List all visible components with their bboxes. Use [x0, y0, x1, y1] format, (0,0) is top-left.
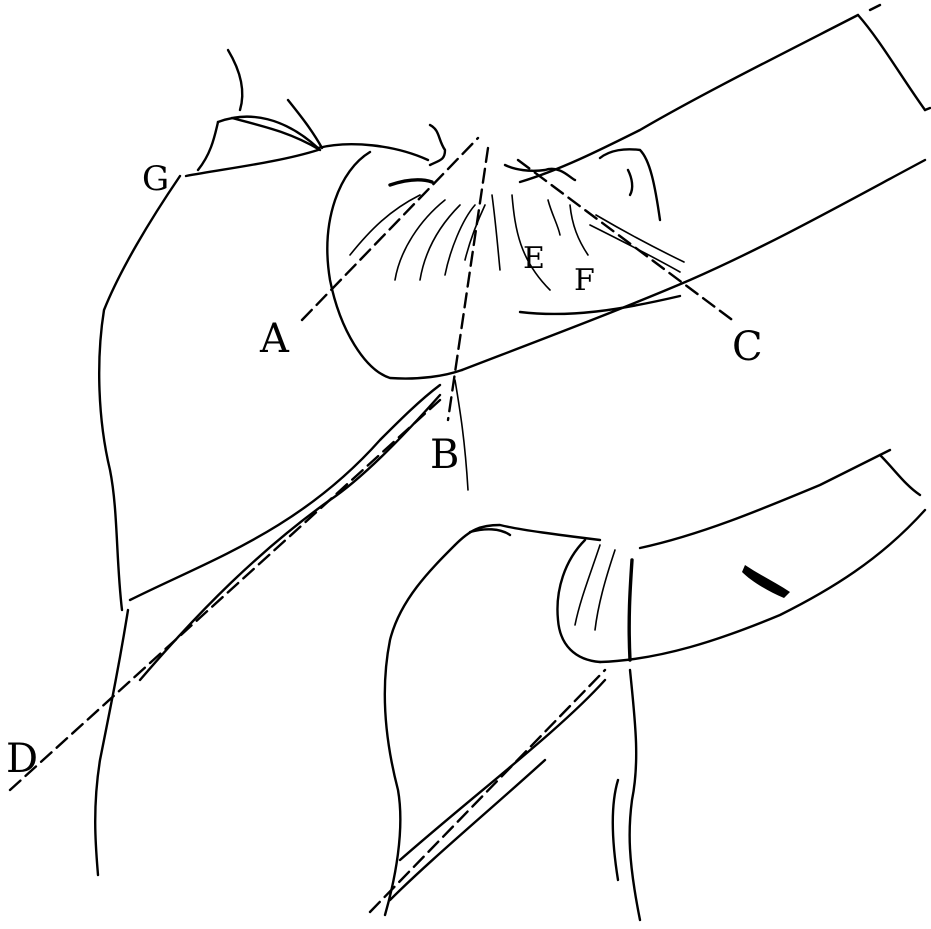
label-b: B: [430, 432, 459, 478]
lower-fold-1: [575, 545, 600, 625]
lower-cuff: [880, 455, 920, 495]
bodice-back-edge: [99, 176, 180, 610]
line-lower: [370, 670, 605, 912]
lower-shoulder: [455, 525, 600, 545]
bodice-front-edge: [130, 385, 440, 600]
shoulder-seam: [186, 150, 318, 176]
label-f: F: [574, 263, 595, 298]
lower-shade: [742, 565, 790, 598]
cuff-edge: [858, 15, 925, 110]
label-g: G: [142, 159, 169, 199]
upper-fold-1: [600, 149, 660, 220]
seam-stitch-2: [596, 215, 684, 262]
squiggle-top: [430, 125, 445, 165]
gather-10: [570, 205, 588, 255]
lower-sleeve-top: [640, 450, 890, 548]
label-c: C: [732, 324, 763, 370]
lower-fold-2: [595, 550, 615, 630]
label-d: D: [6, 736, 38, 782]
gather-3: [395, 200, 445, 280]
lower-figure: [385, 450, 925, 920]
line-c: [518, 160, 735, 322]
collar-front: [198, 122, 218, 170]
line-d: [10, 400, 440, 790]
armhole-curve: [327, 152, 462, 379]
label-a: A: [259, 316, 290, 362]
skirt-back: [95, 610, 128, 875]
cuff-end: [925, 108, 930, 110]
front-bodice-line: [140, 395, 440, 680]
neck-line: [228, 50, 242, 110]
sleeve-upper-edge: [520, 15, 858, 182]
lower-front-line-1: [400, 680, 605, 860]
gather-7: [492, 195, 500, 270]
gather-2: [350, 195, 420, 255]
lower-fold-3: [629, 560, 632, 660]
label-e: E: [523, 241, 545, 276]
gather-1: [390, 180, 432, 185]
shoulder-top: [318, 144, 428, 160]
lower-armhole: [557, 540, 600, 662]
lower-collar: [470, 529, 510, 535]
line-b: [448, 148, 488, 420]
lower-side-seam: [630, 670, 640, 920]
gather-9: [548, 200, 560, 235]
cuff-tip: [870, 5, 880, 10]
lower-front-line-2: [390, 760, 545, 900]
lower-side-seam-2: [613, 780, 618, 880]
upper-fold-2: [628, 170, 632, 195]
upper-figure: [95, 5, 930, 875]
sleeve-fold-lower: [520, 296, 680, 314]
